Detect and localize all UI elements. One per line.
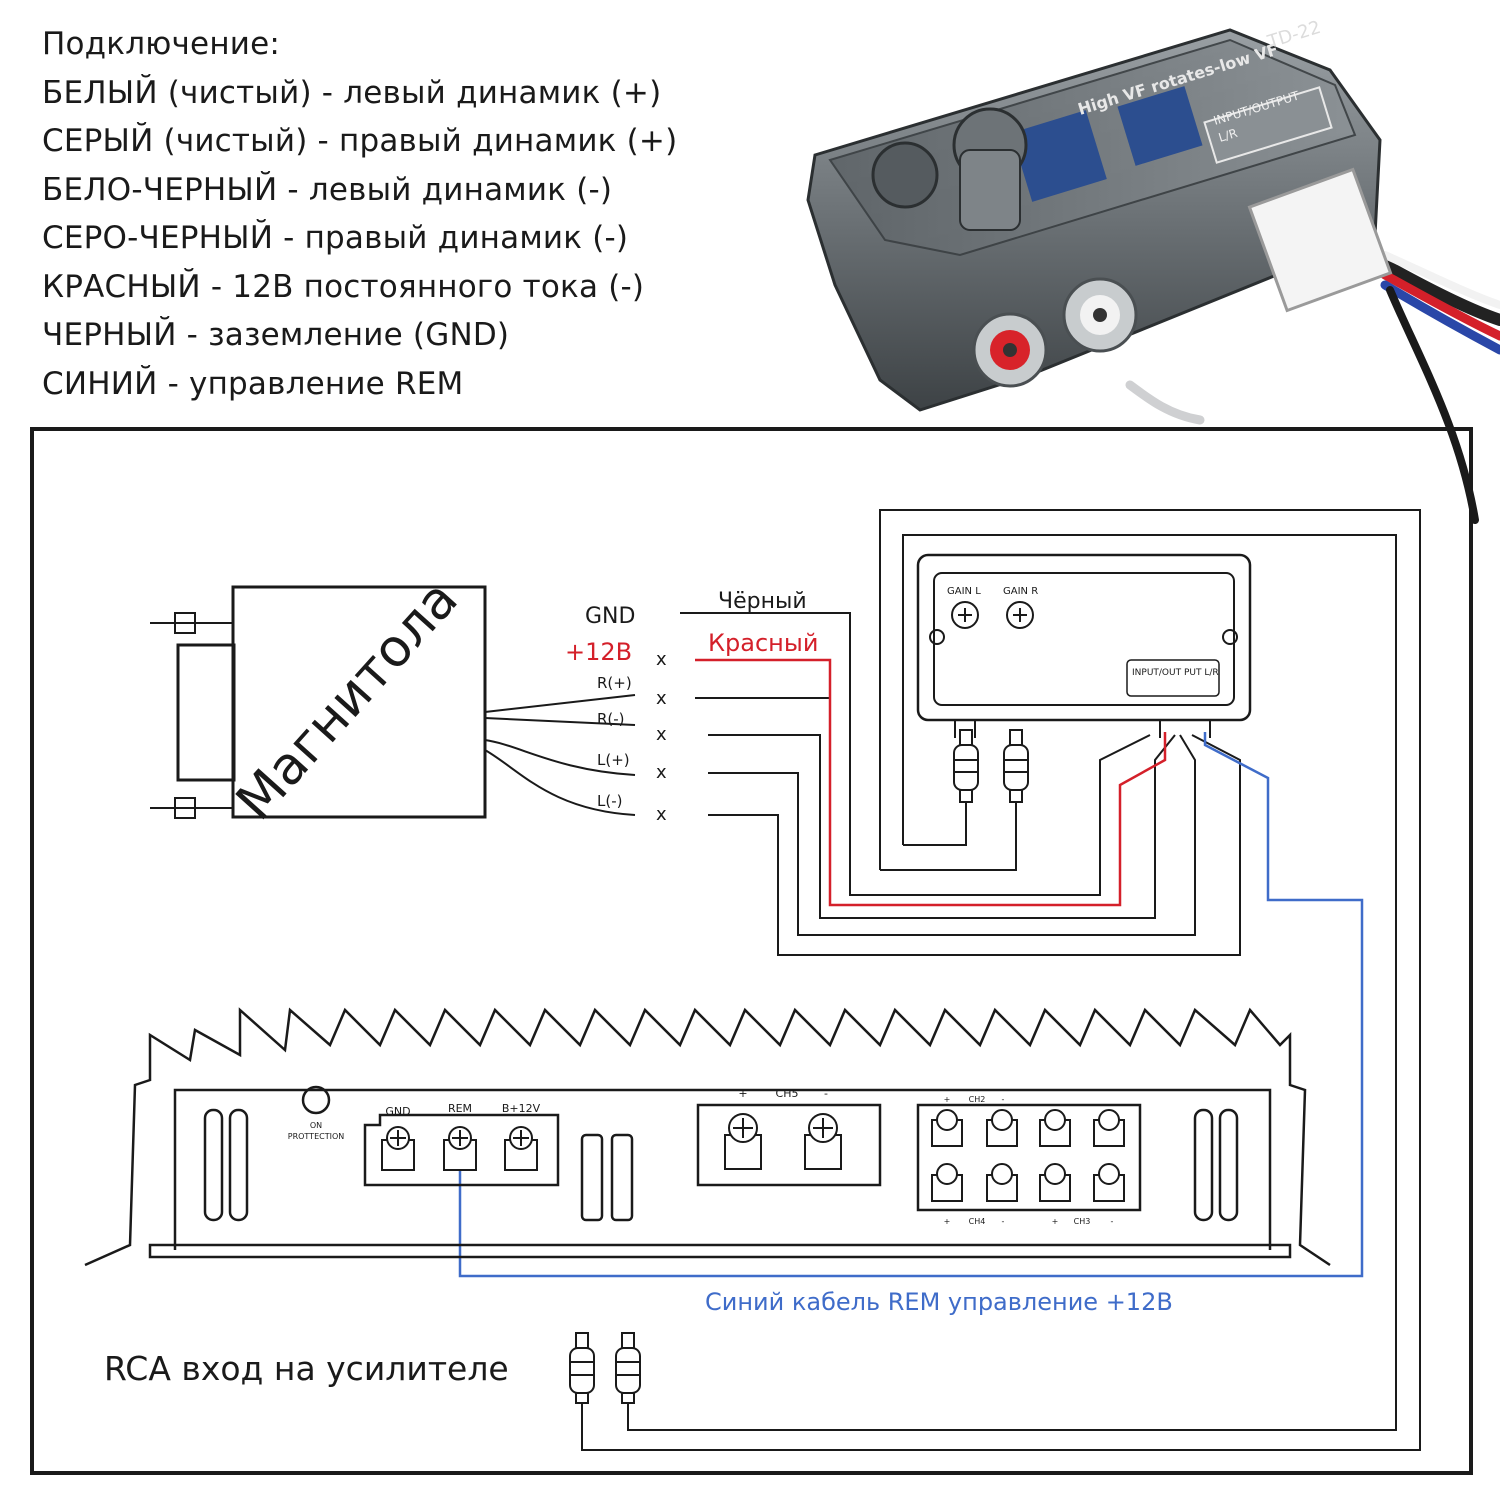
- terminal-lminus-label: L(-): [597, 792, 622, 810]
- terminal-screw-ch2-c: [1039, 1109, 1071, 1147]
- photo-cable-bundle: [1125, 251, 1500, 524]
- converter-photo: High VF rotates-low VF TD-22 INPUT/OUTPU…: [806, 17, 1500, 524]
- amp-rem-label: REM: [448, 1102, 472, 1115]
- amp-ch5-label: CH5: [776, 1087, 799, 1100]
- terminal-lplus-marker: x: [656, 762, 667, 783]
- legend-blue: СИНИЙ - управление REM: [42, 365, 464, 402]
- photo-rca-jack-white: [1062, 277, 1138, 353]
- terminal-screw-ch5-plus: [724, 1113, 762, 1170]
- terminal-screw-ch2-b: [986, 1109, 1018, 1147]
- terminal-screw-ch2-a: [931, 1109, 963, 1147]
- photo-capacitor: [959, 149, 1021, 231]
- converter-port-label: INPUT/OUT PUT L/R: [1132, 668, 1219, 678]
- legend-grey-black: СЕРО-ЧЕРНЫЙ - правый динамик (-): [42, 220, 629, 256]
- terminal-12v-marker: x: [656, 649, 667, 670]
- amp-rca-plug-left: [569, 1332, 595, 1404]
- amp-ch3-plus: +: [1052, 1217, 1059, 1226]
- amp-ch4-plus: +: [944, 1217, 951, 1226]
- svg-text:L/R: L/R: [1217, 126, 1239, 145]
- legend-title: Подключение:: [42, 26, 281, 62]
- legend-white-black: БЕЛО-ЧЕРНЫЙ - левый динамик (-): [42, 171, 613, 208]
- terminal-screw-ch4-b: [986, 1163, 1018, 1202]
- terminal-rminus-label: R(-): [597, 710, 625, 728]
- amp-b12v-label: B+12V: [502, 1102, 541, 1115]
- photo-connector: [1247, 167, 1393, 313]
- diagram-frame: [30, 427, 1473, 1475]
- amp-on-label: ON: [310, 1121, 322, 1130]
- amp-ch2-plus: +: [944, 1095, 951, 1104]
- amp-ch4-label: CH4: [969, 1217, 986, 1226]
- converter-gain-r: GAIN R: [1003, 586, 1038, 597]
- wire-blue-rem: [458, 732, 1364, 1278]
- legend-red: КРАСНЫЙ - 12В постоянного тока (-): [42, 268, 645, 305]
- amp-rca-plug-right: [615, 1332, 641, 1404]
- photo-model-label: TD-22: [1264, 17, 1323, 53]
- amplifier-terminal-screws: [381, 1109, 1125, 1202]
- amp-ch2-minus: -: [1002, 1095, 1005, 1104]
- amp-ch3-minus: -: [1111, 1217, 1114, 1226]
- head-unit-label: Магнитола: [225, 569, 470, 831]
- connection-legend: Подключение: БЕЛЫЙ (чистый) - левый дина…: [42, 20, 677, 408]
- terminal-screw-ch3-a: [1039, 1163, 1071, 1202]
- terminal-rplus-label: R(+): [597, 674, 632, 692]
- terminal-gnd-label: GND: [585, 604, 635, 629]
- legend-black: ЧЕРНЫЙ - заземление (GND): [42, 317, 510, 353]
- amp-ch2-label: CH2: [969, 1095, 986, 1104]
- photo-rca-jack-red: [972, 312, 1048, 388]
- terminal-screw-ch2-d: [1093, 1109, 1125, 1147]
- terminal-lminus-marker: x: [656, 804, 667, 825]
- amp-ch4-minus: -: [1002, 1217, 1005, 1226]
- rem-caption: Синий кабель REM управление +12В: [705, 1288, 1173, 1316]
- photo-pot-right: [1117, 86, 1203, 166]
- amp-ch3-label: CH3: [1074, 1217, 1091, 1226]
- amp-protection-label: PROTTECTION: [288, 1132, 344, 1141]
- legend-grey: СЕРЫЙ (чистый) - правый динамик (+): [42, 123, 678, 159]
- legend-white: БЕЛЫЙ (чистый) - левый динамик (+): [42, 74, 662, 111]
- converter-gain-l: GAIN L: [947, 586, 981, 597]
- terminal-rminus-marker: x: [656, 724, 667, 745]
- terminal-screw-b12v: [504, 1126, 538, 1171]
- photo-pot-left: [1011, 110, 1107, 202]
- terminal-screw-ch4-a: [931, 1163, 963, 1202]
- terminal-lplus-label: L(+): [597, 751, 630, 769]
- terminal-screw-ch5-minus: [804, 1113, 842, 1170]
- terminal-screw-gnd: [381, 1126, 415, 1171]
- wire-red-label: Красный: [708, 629, 818, 657]
- wire-black-label: Чёрный: [718, 589, 807, 614]
- converter-box: [916, 553, 1252, 738]
- terminal-12v-label: +12B: [565, 638, 632, 666]
- terminal-screw-rem: [443, 1126, 477, 1171]
- wires-black: [581, 509, 1421, 1451]
- terminal-rplus-marker: x: [656, 688, 667, 709]
- rca-caption: RCA вход на усилителе: [104, 1349, 509, 1388]
- amp-ch5-plus: +: [738, 1087, 747, 1100]
- photo-knob-left: [871, 141, 939, 209]
- head-unit: [150, 585, 636, 819]
- amp-gnd-label: GND: [385, 1105, 410, 1118]
- amp-ch5-minus: -: [824, 1087, 828, 1100]
- converter-rca-plug-right: [1003, 729, 1029, 803]
- wire-red: [695, 658, 1167, 907]
- amplifier-body: [84, 1007, 1331, 1267]
- terminal-screw-ch3-b: [1093, 1163, 1125, 1202]
- converter-rca-plug-left: [953, 729, 979, 803]
